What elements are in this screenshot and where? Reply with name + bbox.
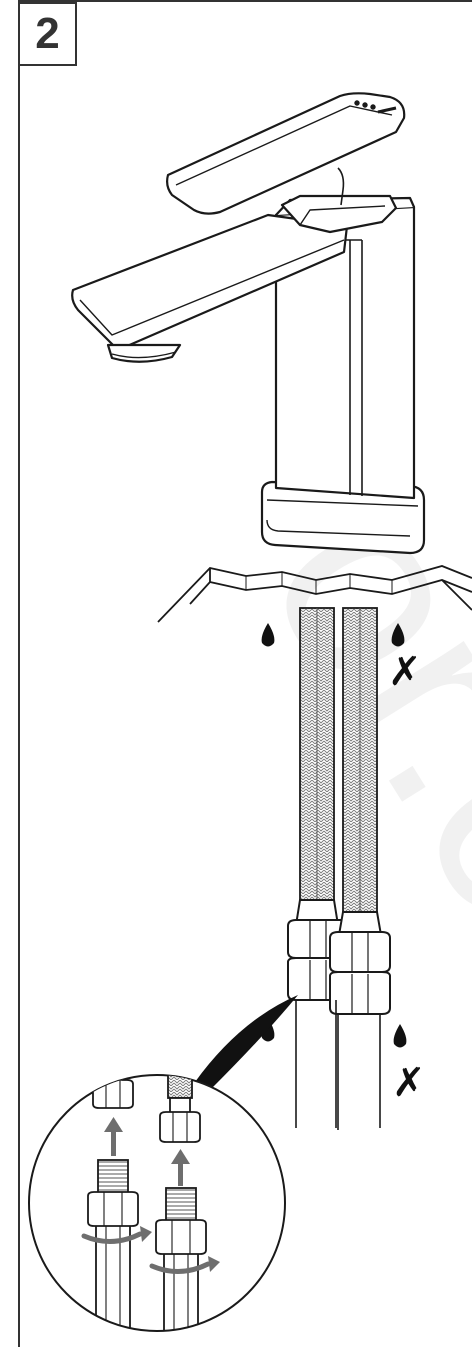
cross-mark-lower: ✗ bbox=[392, 1060, 426, 1106]
fittings bbox=[287, 899, 391, 1015]
step-number-box: 2 bbox=[18, 2, 77, 66]
cross-mark-upper: ✗ bbox=[388, 649, 422, 695]
arrow-up-icon bbox=[171, 1149, 190, 1186]
callout-leader bbox=[195, 995, 298, 1088]
water-drop-icon bbox=[393, 1024, 407, 1048]
detail-circle bbox=[28, 1074, 286, 1332]
supply-pipes bbox=[295, 1000, 381, 1130]
faucet-aerator bbox=[106, 343, 182, 363]
rotate-arrow-icon bbox=[81, 1231, 143, 1244]
faucet-spout bbox=[71, 213, 349, 352]
arrow-up-icon bbox=[104, 1117, 123, 1156]
water-drop-icon bbox=[391, 623, 405, 647]
step-number: 2 bbox=[35, 9, 60, 58]
water-drop-icon bbox=[261, 623, 275, 647]
countertop bbox=[157, 565, 472, 623]
hoses bbox=[299, 607, 378, 919]
faucet bbox=[71, 92, 426, 555]
faucet-lever bbox=[166, 92, 406, 215]
rotate-arrow-icon bbox=[149, 1261, 211, 1274]
